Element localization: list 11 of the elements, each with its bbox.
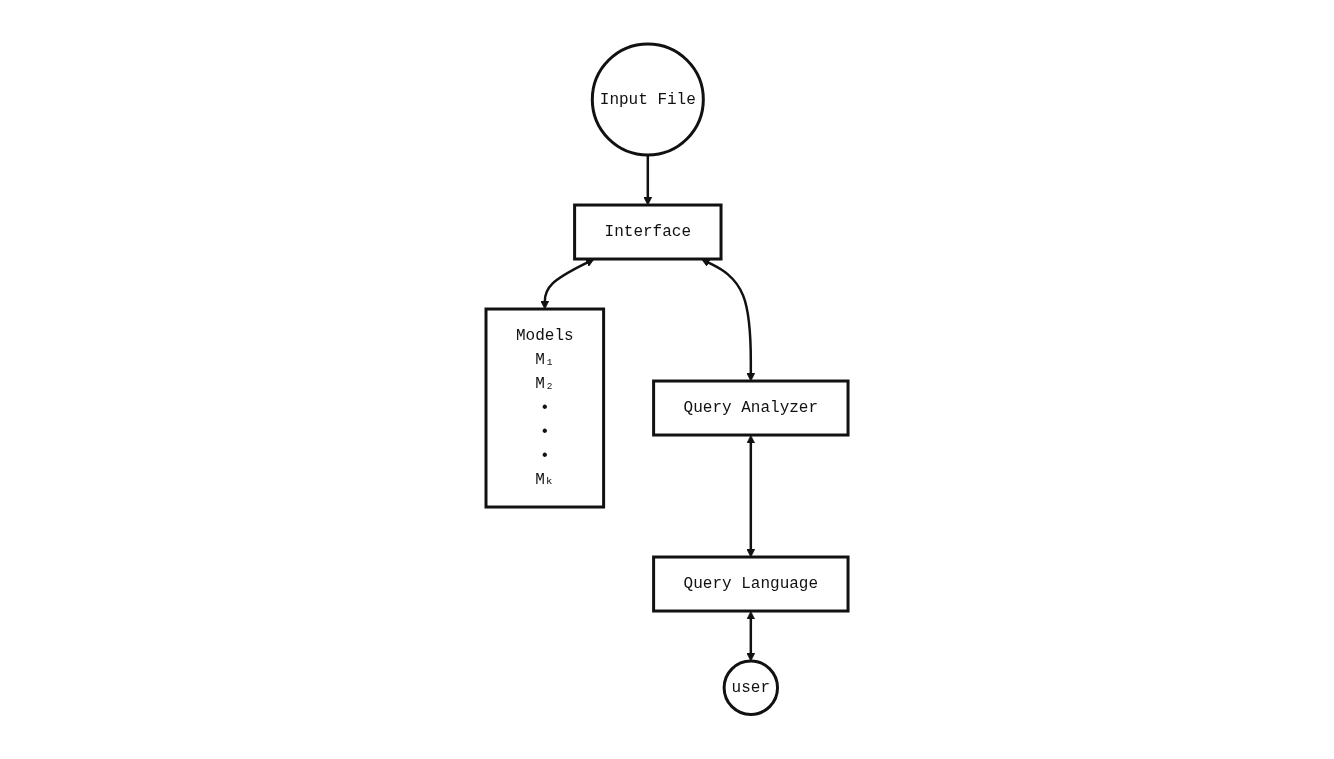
node-circle: user [722,659,779,717]
node-circle: Input File [590,42,705,157]
node-box: Interface [573,203,723,261]
node-box: Models M₁ M₂ • • • Mₖ [484,307,606,509]
arrow [643,155,653,206]
arrow [746,611,756,662]
node-box: Query Analyzer [652,379,850,437]
arrow [540,259,595,310]
arrow [701,259,756,382]
arrow [746,435,756,558]
node-box: Query Language [652,555,850,613]
